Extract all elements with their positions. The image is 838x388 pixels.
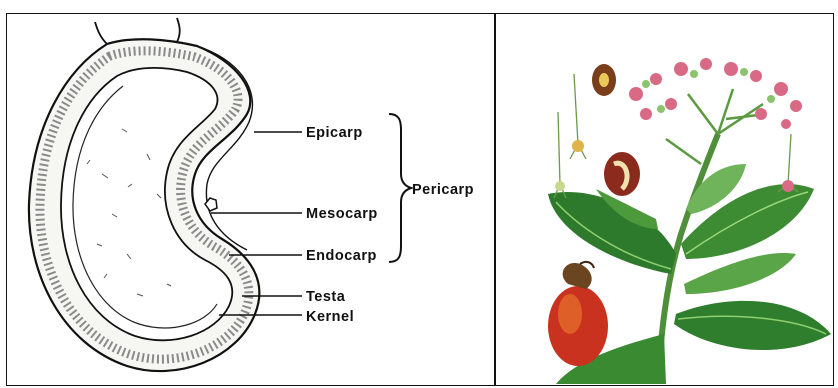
cashew-plant-svg xyxy=(496,14,833,385)
flower-detail-sketches xyxy=(554,74,798,198)
pericarp-brace xyxy=(389,114,411,262)
label-pericarp: Pericarp xyxy=(412,182,474,198)
flower-cluster xyxy=(629,58,802,129)
fruit-detail xyxy=(592,64,640,196)
nut-section-svg: Epicarp Mesocarp Endocarp Testa Kernel P… xyxy=(7,14,494,385)
label-mesocarp: Mesocarp xyxy=(306,206,378,222)
cashew-plant-illustration xyxy=(496,14,833,385)
flower-detail-heads xyxy=(555,140,794,192)
nut-section-diagram: Epicarp Mesocarp Endocarp Testa Kernel P… xyxy=(7,14,494,385)
label-kernel: Kernel xyxy=(306,309,354,325)
label-epicarp: Epicarp xyxy=(306,125,363,141)
label-testa: Testa xyxy=(306,289,346,305)
branch-stems xyxy=(666,89,766,164)
cashew-apple xyxy=(548,262,608,366)
label-endocarp: Endocarp xyxy=(306,248,377,264)
